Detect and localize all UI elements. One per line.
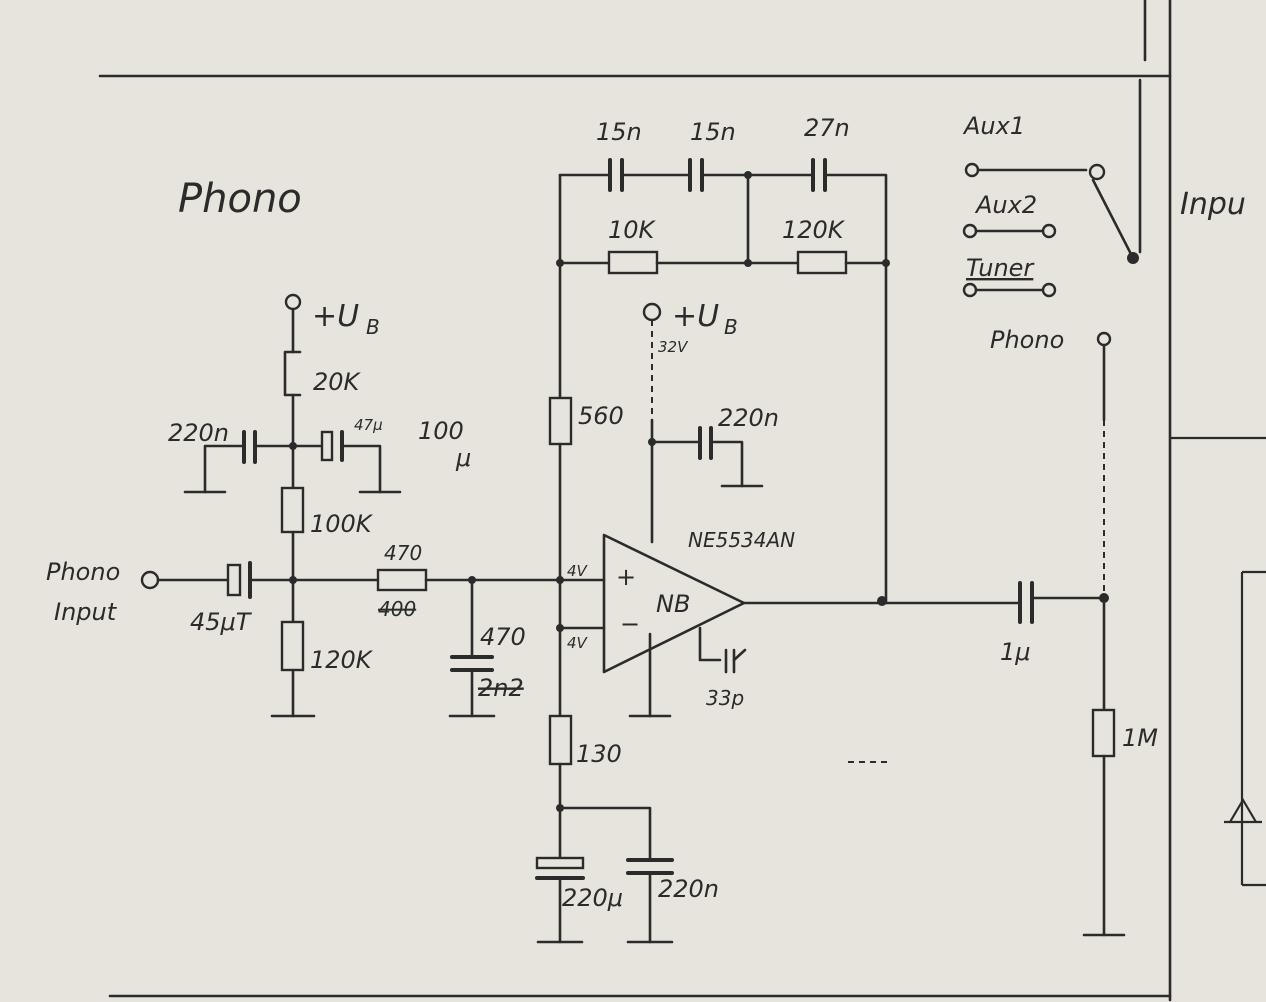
label-right-title: Inpu xyxy=(1180,187,1246,222)
label-sel-tuner: Tuner xyxy=(966,254,1035,282)
phono-input-jack xyxy=(140,570,160,590)
label-c-47u: 47μ xyxy=(354,416,383,434)
resistor-470 xyxy=(376,568,428,592)
label-input-line2: Input xyxy=(54,598,118,626)
label-sel-aux1: Aux1 xyxy=(962,112,1025,140)
label-c-220n-bottom: 220n xyxy=(658,875,719,903)
feedback-network xyxy=(535,173,674,944)
output-stage xyxy=(848,343,1126,937)
resistor-130 xyxy=(548,714,573,766)
supply-terminal-op xyxy=(642,302,662,322)
label-fb-r1: 10K xyxy=(608,216,657,244)
section-title: Phono xyxy=(178,176,302,222)
label-fb-c3: 27n xyxy=(804,114,850,142)
label-c-220n-op: 220n xyxy=(718,404,779,432)
label-op-plus: + xyxy=(616,563,636,591)
label-supply-op: +U xyxy=(672,299,719,334)
label-c-470: 470 xyxy=(480,623,526,651)
resistor-100k xyxy=(280,486,305,534)
label-op-minus: − xyxy=(620,610,640,638)
frame-lines xyxy=(98,0,1266,1002)
label-sel-phono: Phono xyxy=(990,326,1064,354)
label-r-20k: 20K xyxy=(313,368,362,396)
resistor-20k xyxy=(283,350,302,397)
label-r-470-struck: 400 xyxy=(378,597,416,621)
label-r-470: 470 xyxy=(384,541,422,565)
input-path xyxy=(140,561,606,718)
input-selector xyxy=(962,78,1142,347)
label-supply-op-volt: 32V xyxy=(658,338,689,356)
label-r-120k: 120K xyxy=(310,646,374,674)
resistor-120k xyxy=(280,620,305,672)
label-c-220u: 220μ xyxy=(562,884,623,912)
labels: +U B 20K 220n 47μ 100 μ 100K 120K Phono … xyxy=(46,112,1246,912)
label-sel-aux2: Aux2 xyxy=(974,191,1037,219)
label-c-comp: 33p xyxy=(706,686,744,710)
label-r-100k: 100K xyxy=(310,510,374,538)
label-c-220n-left: 220n xyxy=(168,419,229,447)
label-c-45u: 45μT xyxy=(190,608,253,636)
label-op-v-minus: 4V xyxy=(567,634,589,652)
label-r-130: 130 xyxy=(576,740,622,768)
label-fb-c2: 15n xyxy=(690,118,736,146)
label-fb-c1: 15n xyxy=(596,118,642,146)
label-c-out: 1μ xyxy=(1000,638,1031,666)
label-r-out: 1M xyxy=(1122,724,1158,752)
label-c-470-struck: 2n2 xyxy=(478,674,524,702)
resistor-560 xyxy=(548,396,573,446)
label-op-name: NB xyxy=(656,590,690,618)
resistor-10k xyxy=(607,250,659,275)
label-supply-left: +U xyxy=(312,299,359,334)
label-c-100u-unit: μ xyxy=(455,444,471,472)
label-supply-op-sub: B xyxy=(724,315,738,339)
opamp-supply xyxy=(642,302,764,544)
resistor-120k-fb xyxy=(796,250,848,275)
label-input-line1: Phono xyxy=(46,558,120,586)
label-op-part: NE5534AN xyxy=(688,528,795,552)
riaa-network xyxy=(556,158,890,606)
label-op-v-plus: 4V xyxy=(567,562,589,580)
resistor-1m xyxy=(1091,708,1116,758)
label-supply-left-sub: B xyxy=(366,315,380,339)
supply-terminal-left xyxy=(284,293,302,311)
label-c-100u: 100 xyxy=(418,417,464,445)
label-fb-r2: 120K xyxy=(782,216,846,244)
bias-network xyxy=(183,293,402,718)
label-r-560: 560 xyxy=(578,402,624,430)
